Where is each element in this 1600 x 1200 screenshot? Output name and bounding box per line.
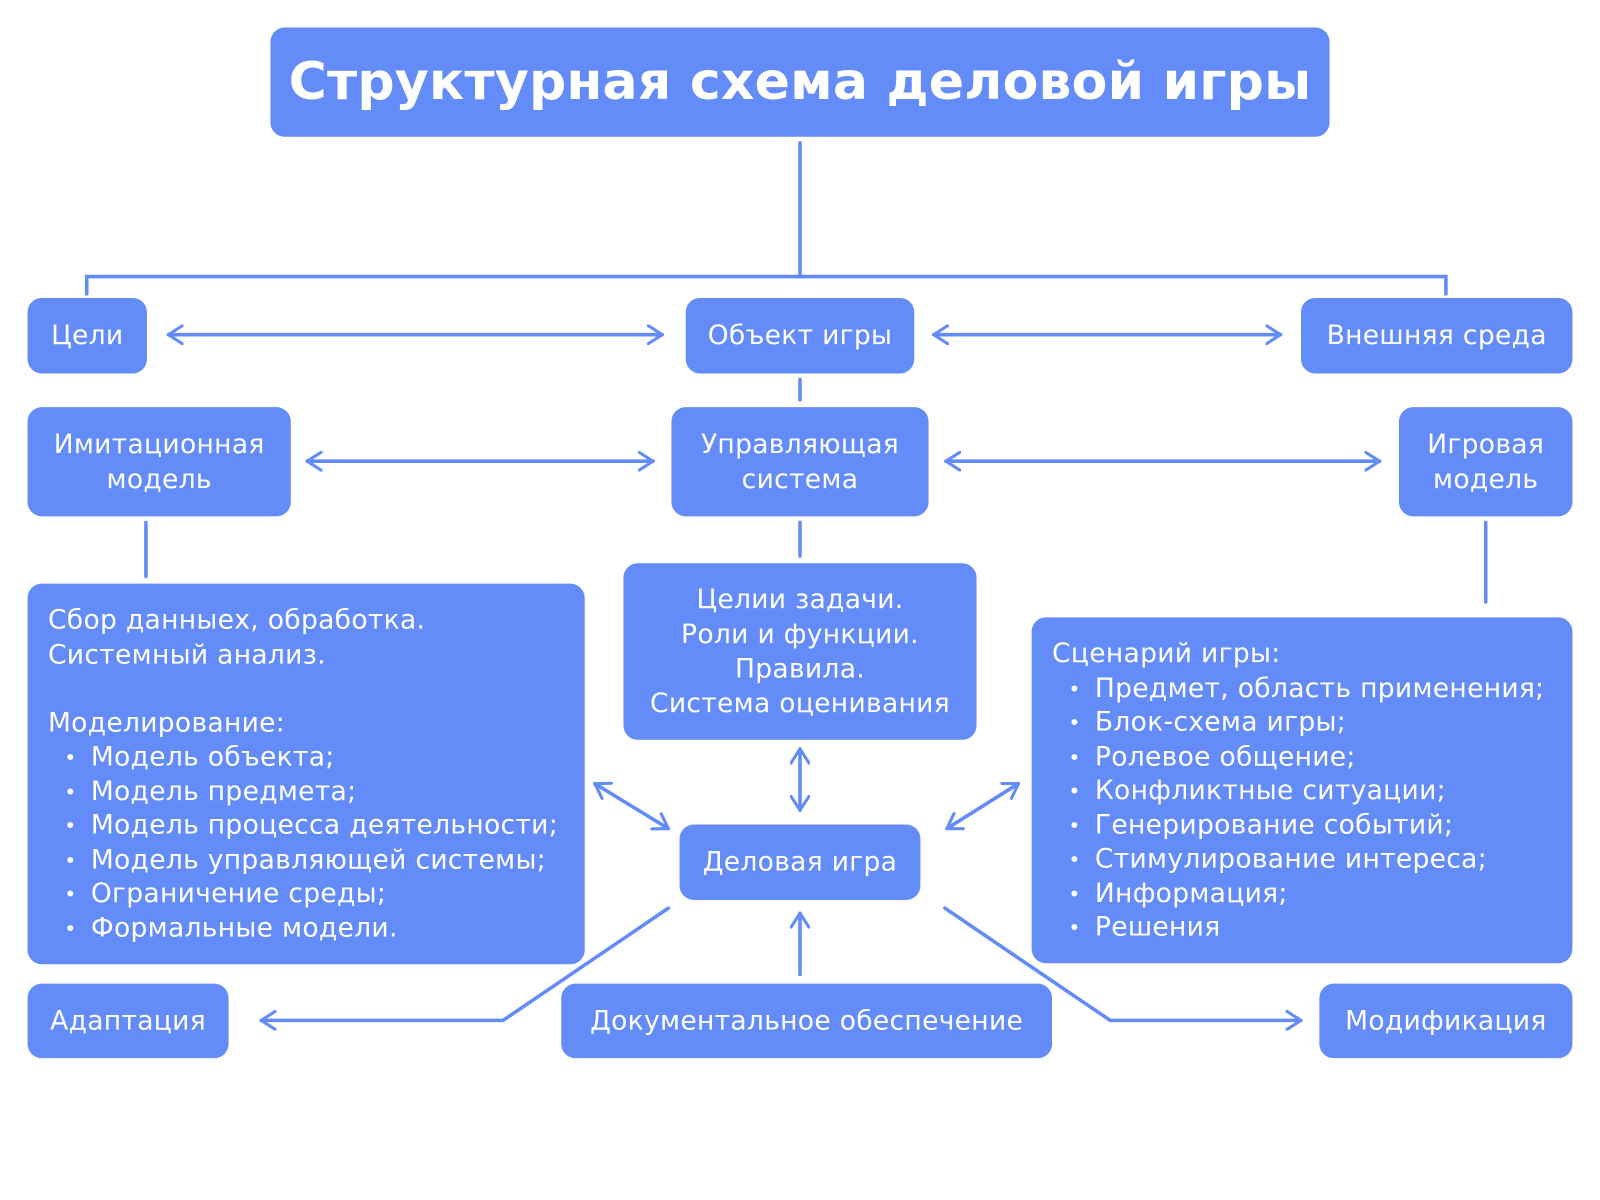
node-game-model: Игровая модель <box>1398 407 1573 517</box>
node-game-object: Объект игры <box>685 297 915 374</box>
list-item: Модель объекта; <box>48 741 564 775</box>
arrow-rightpanel-game <box>945 781 1021 831</box>
panel-heading: Сценарий игры: <box>1052 638 1281 670</box>
node-goals: Цели <box>27 297 147 374</box>
node-modification: Модификация <box>1319 983 1573 1059</box>
node-external-environment: Внешняя среда <box>1301 297 1573 374</box>
title-branch-line <box>84 274 1448 296</box>
list-item: Модель процесса деятельности; <box>48 809 564 843</box>
list-item: Решения <box>1052 911 1552 945</box>
list-item: Модель управляющей системы; <box>48 843 564 877</box>
node-tasks-roles: Целии задачи. Роли и функции. Правила. С… <box>623 563 977 740</box>
panel-simulation-details: Сбор данныех, обработка. Системный анали… <box>27 583 585 965</box>
panel-line: Сбор данныех, обработка. <box>47 605 426 636</box>
node-control-system: Управляющая система <box>671 407 929 517</box>
list-item: Конфликтные ситуации; <box>1052 774 1552 808</box>
panel-line: Системный анализ. <box>47 639 326 670</box>
list-item: Блок-схема игры; <box>1052 706 1552 740</box>
node-simulation-model: Имитационная модель <box>27 407 291 517</box>
list-item: Модель предмета; <box>48 775 564 809</box>
list-item: Ролевое общение; <box>1052 740 1552 774</box>
list-item: Ограничение среды; <box>48 878 564 912</box>
arrow-game-modification <box>943 906 1303 1020</box>
list-item: Предмет, область применения; <box>1052 672 1552 706</box>
panel-game-scenario: Сценарий игры: Предмет, область применен… <box>1031 617 1573 964</box>
panel-line: Моделирование: <box>47 707 286 739</box>
list-item: Информация; <box>1052 877 1552 911</box>
node-business-game: Деловая игра <box>679 824 921 900</box>
panel-line <box>48 672 564 706</box>
node-adaptation: Адаптация <box>27 983 229 1059</box>
arrow-leftpanel-game <box>593 784 671 829</box>
list-item: Формальные модели. <box>48 912 564 946</box>
node-documentation: Документальное обеспечение <box>561 983 1053 1059</box>
diagram-title: Структурная схема деловой игры <box>270 27 1330 137</box>
list-item: Стимулирование интереса; <box>1052 843 1552 877</box>
list-item: Генерирование событий; <box>1052 809 1552 843</box>
arrow-game-adaptation <box>259 906 671 1020</box>
